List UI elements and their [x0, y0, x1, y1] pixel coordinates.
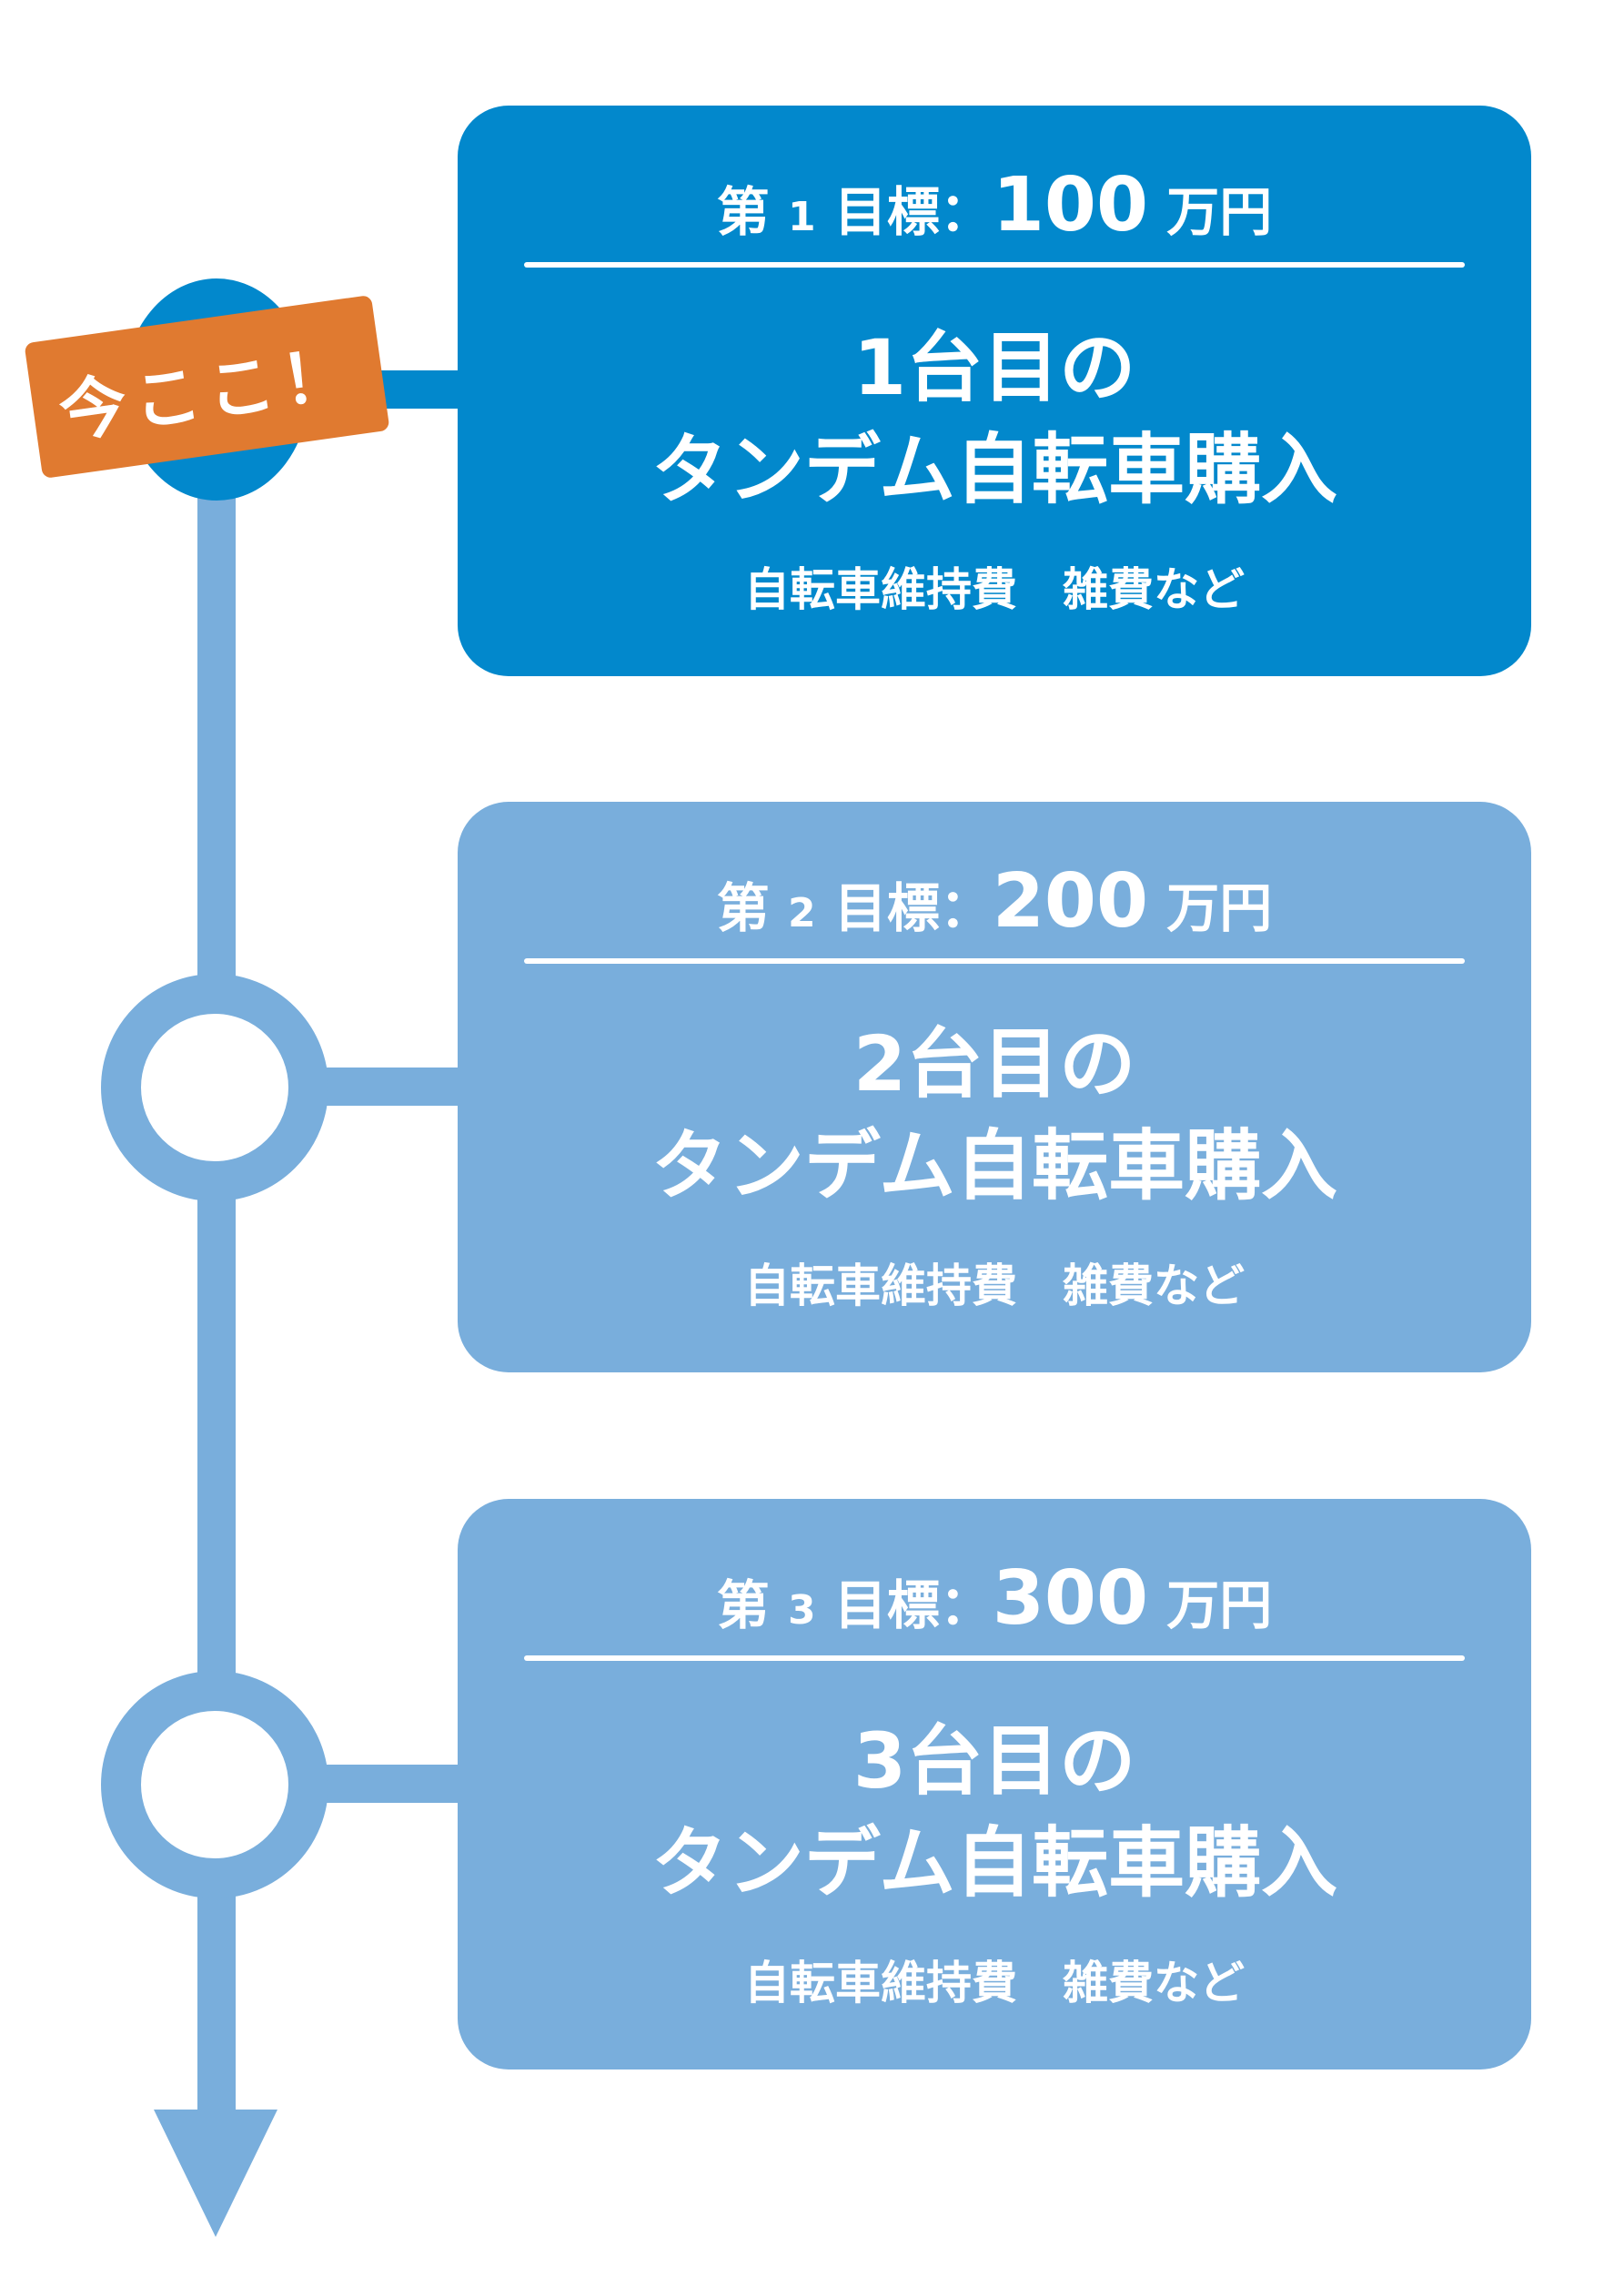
goal-title: 第 1 目標：100 万円 — [716, 162, 1273, 248]
timeline-node-2 — [101, 974, 328, 1201]
goal-card-1: 第 1 目標：100 万円 1台目のタンデム自転車購入 自転車維持費 雑費など — [458, 106, 1531, 676]
current-position-badge: 今ここ！ — [24, 294, 390, 480]
goal-description: 1台目のタンデム自転車購入 — [651, 323, 1338, 514]
goal-note: 自転車維持費 雑費など — [744, 1260, 1245, 1312]
timeline-arrow-icon — [154, 2110, 277, 2237]
divider — [524, 1655, 1465, 1661]
goal-card-2: 第 2 目標：200 万円 2台目のタンデム自転車購入 自転車維持費 雑費など — [458, 802, 1531, 1372]
goal-note: 自転車維持費 雑費など — [744, 1957, 1245, 2009]
goal-title: 第 3 目標：300 万円 — [716, 1555, 1273, 1642]
divider — [524, 958, 1465, 964]
goal-card-3: 第 3 目標：300 万円 3台目のタンデム自転車購入 自転車維持費 雑費など — [458, 1499, 1531, 2069]
goal-note: 自転車維持費 雑費など — [744, 563, 1245, 616]
divider — [524, 262, 1465, 268]
goal-title: 第 2 目標：200 万円 — [716, 858, 1273, 945]
timeline-node-3 — [101, 1671, 328, 1898]
goal-description: 3台目のタンデム自転車購入 — [651, 1716, 1338, 1908]
goal-description: 2台目のタンデム自転車購入 — [651, 1019, 1338, 1210]
